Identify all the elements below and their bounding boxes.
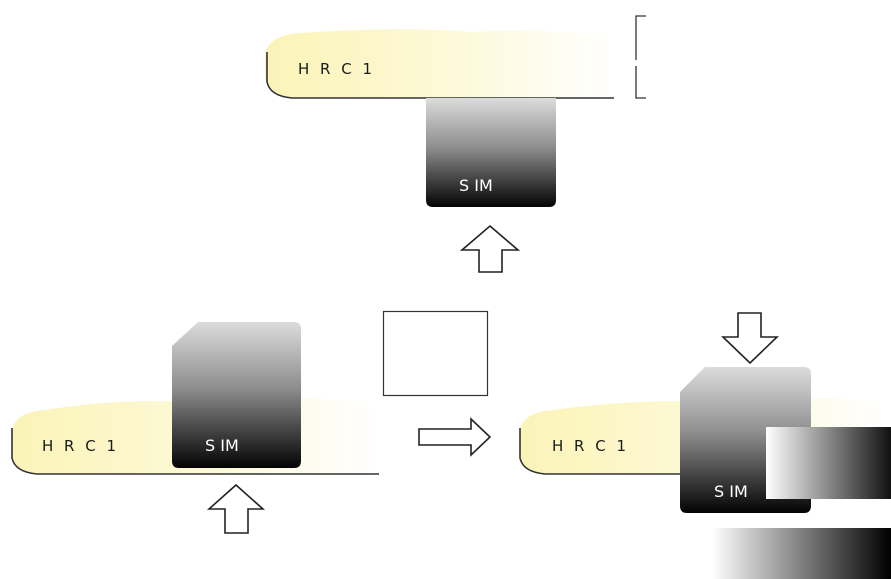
device-label: H R C 1 [298, 60, 375, 78]
sim-card-label: S IM [205, 436, 239, 455]
sim-card-label: S IM [459, 176, 493, 195]
sim-card [426, 98, 556, 207]
step-insert: H R C 1 S IM [11, 322, 380, 534]
fade-block-upper [766, 427, 891, 499]
callout-bracket [635, 15, 646, 99]
device-body [265, 29, 615, 99]
arrow-down-icon [721, 312, 779, 365]
device-label: H R C 1 [42, 437, 119, 455]
step-removed: H R C 1 S IM [265, 15, 646, 273]
sim-card-label: S IM [714, 482, 748, 501]
sim-card [172, 322, 301, 468]
fade-block-lower [712, 528, 891, 579]
arrow-up-icon [206, 483, 266, 534]
arrow-up-icon [459, 224, 521, 273]
empty-frame [382, 310, 489, 397]
arrow-right-icon [418, 417, 492, 457]
device-label: H R C 1 [552, 437, 629, 455]
step-pushed: H R C 1 S IM [519, 312, 891, 579]
